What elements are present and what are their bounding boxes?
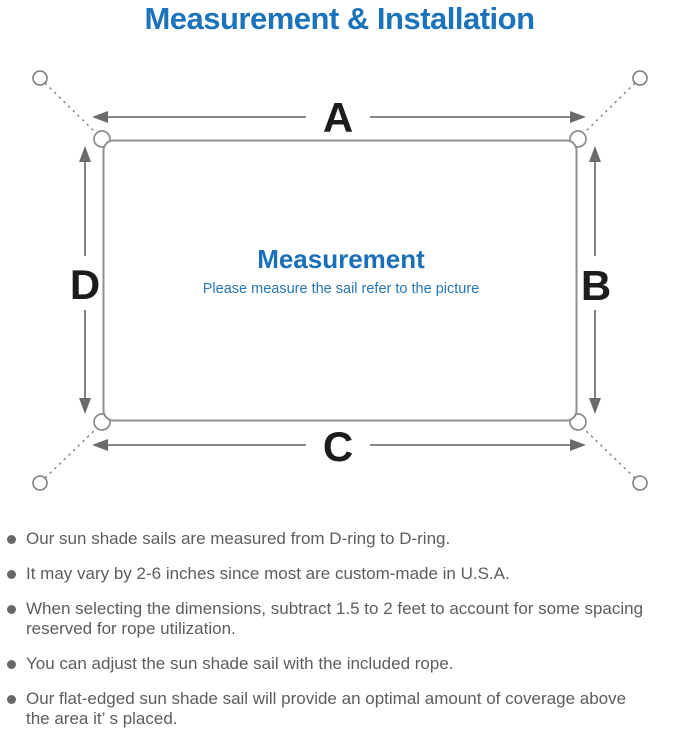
arrowhead-b-top (589, 146, 601, 162)
measure-arrowheads (79, 111, 601, 451)
side-label-b: B (581, 262, 611, 309)
list-item: You can adjust the sun shade sail with t… (0, 654, 679, 674)
list-item: When selecting the dimensions, subtract … (0, 599, 679, 639)
bullet-dot-icon (7, 535, 16, 544)
arrowhead-c-left (92, 439, 108, 451)
list-item: It may vary by 2-6 inches since most are… (0, 564, 679, 584)
side-label-d: D (70, 261, 100, 308)
side-label-a: A (323, 94, 353, 141)
diagram-center-title: Measurement (257, 244, 425, 274)
arrowhead-a-left (92, 111, 108, 123)
rope-line-top-left (44, 82, 100, 137)
anchor-circle-bottom-right (632, 475, 648, 491)
diagram-center-subtitle: Please measure the sail refer to the pic… (203, 281, 479, 297)
anchor-circle-bottom-left (32, 475, 48, 491)
note-text: Our flat-edged sun shade sail will provi… (26, 689, 627, 728)
measure-arrow-shafts (84, 116, 596, 446)
list-item: Our flat-edged sun shade sail will provi… (0, 689, 679, 729)
side-label-c: C (323, 423, 353, 470)
rope-line-bottom-left (44, 425, 100, 479)
note-text: You can adjust the sun shade sail with t… (26, 654, 454, 673)
list-item: Our sun shade sails are measured from D-… (0, 529, 679, 549)
note-text: It may vary by 2-6 inches since most are… (26, 564, 510, 583)
anchor-point-circles (32, 70, 648, 491)
arrowhead-d-top (79, 146, 91, 162)
sail-measurement-diagram: A B C D Measurement Please measure the s… (32, 70, 648, 491)
arrowhead-d-bottom (79, 398, 91, 414)
arrowhead-a-right (570, 111, 586, 123)
instruction-notes-list: Our sun shade sails are measured from D-… (0, 529, 679, 739)
page-title: Measurement & Installation (144, 1, 535, 36)
rope-line-top-right (580, 82, 636, 137)
bullet-dot-icon (7, 660, 16, 669)
bullet-dot-icon (7, 695, 16, 704)
arrowhead-b-bottom (589, 398, 601, 414)
note-text: When selecting the dimensions, subtract … (26, 599, 644, 638)
sail-outline (102, 139, 578, 422)
note-text: Our sun shade sails are measured from D-… (26, 529, 451, 548)
bullet-dot-icon (7, 605, 16, 614)
bullet-dot-icon (7, 570, 16, 579)
anchor-circle-top-right (632, 70, 648, 86)
anchor-circle-top-left (32, 70, 48, 86)
arrowhead-c-right (570, 439, 586, 451)
rope-line-bottom-right (580, 425, 636, 479)
